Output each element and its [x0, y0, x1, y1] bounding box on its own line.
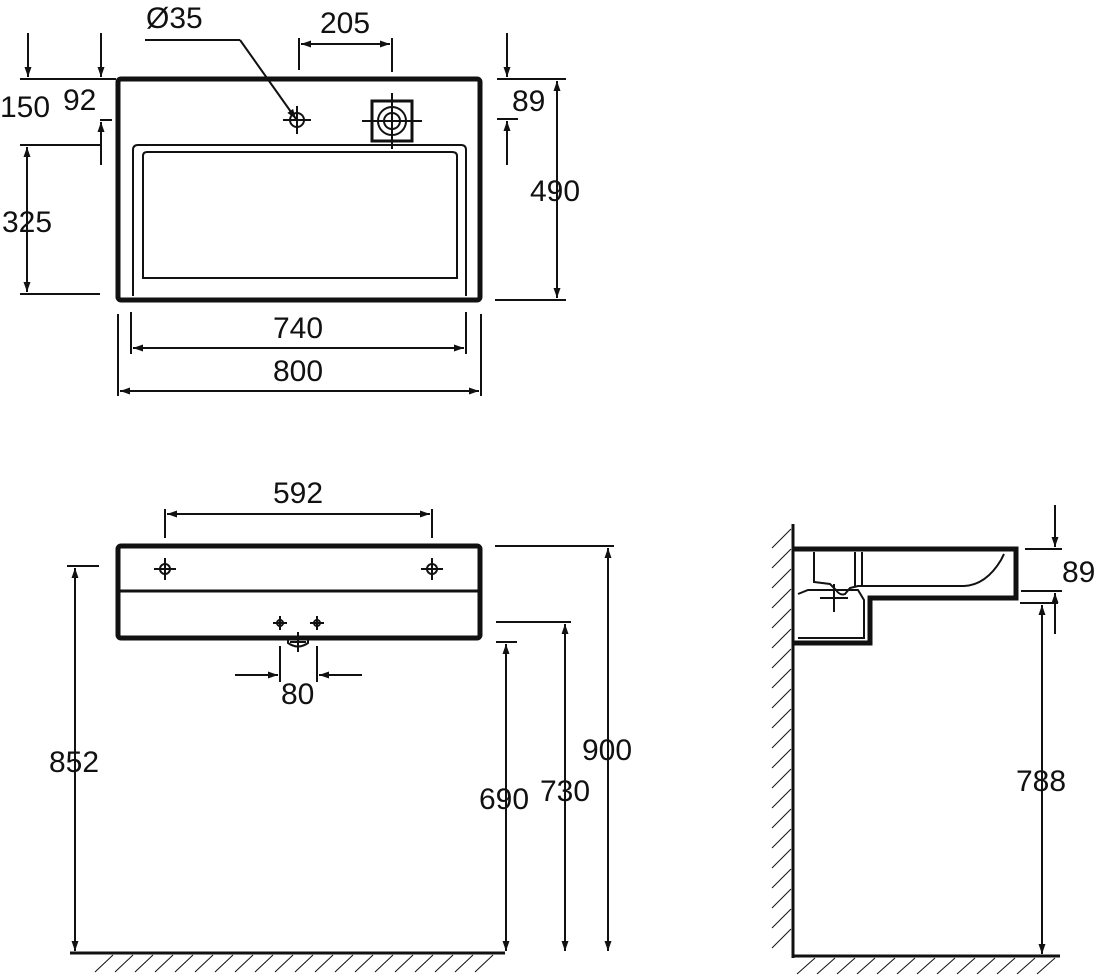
side-thickness-label: 89	[1062, 556, 1095, 589]
front-view: 592 80	[49, 477, 632, 973]
floor-hatching-front	[94, 954, 494, 973]
left-inner-label: 92	[63, 84, 96, 117]
depth-label: 490	[530, 175, 580, 208]
tap-hole	[283, 106, 311, 134]
outer-width-label: 800	[273, 355, 323, 388]
trap-cross	[820, 584, 848, 612]
right-small-label: 89	[512, 85, 545, 118]
basin-profile	[794, 546, 1019, 646]
side-view: 89 788	[771, 505, 1095, 975]
side-height-label: 788	[1016, 765, 1066, 798]
wall-hatching	[771, 528, 792, 949]
floor-hatching-side	[796, 957, 1056, 975]
top-view: Ø35 205 150 92 325 89 490 740	[0, 2, 580, 396]
bowl-outline	[132, 144, 467, 296]
inner-width-label: 740	[273, 312, 323, 345]
bowl-inner-line	[142, 151, 458, 279]
bowl-depth-label: 325	[2, 206, 52, 239]
bracket-hole-left	[154, 558, 176, 580]
waste-outlet	[362, 93, 422, 149]
height-left-label: 852	[49, 746, 99, 779]
drain-holes	[273, 616, 324, 652]
left-outer-label: 150	[0, 91, 50, 124]
height-690-label: 690	[479, 783, 529, 816]
bracket-hole-right	[421, 558, 443, 580]
basin-outline-top	[115, 76, 483, 303]
hole-offset-label: 205	[320, 7, 370, 40]
height-900-label: 900	[582, 734, 632, 767]
bowl-profile	[813, 552, 1005, 596]
hole-diameter-label: Ø35	[146, 2, 203, 35]
bracket-spacing-label: 592	[273, 477, 323, 510]
height-730-label: 730	[540, 775, 590, 808]
drain-width-label: 80	[281, 678, 314, 711]
